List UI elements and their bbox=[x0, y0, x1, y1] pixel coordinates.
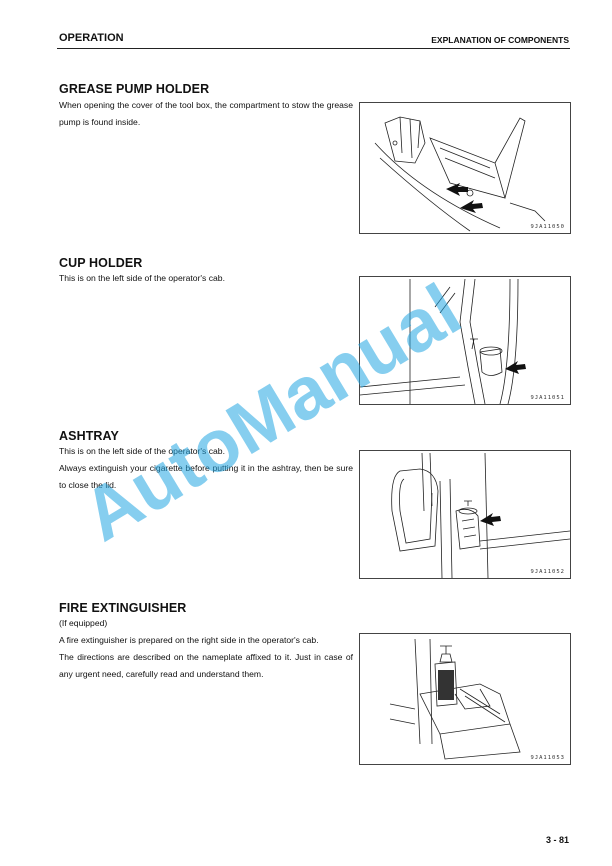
ashtray-illustration bbox=[391, 452, 570, 578]
paragraph: (If equipped) bbox=[59, 618, 108, 628]
paragraph: This is on the left side of the operator… bbox=[59, 273, 225, 283]
header-section: OPERATION bbox=[59, 32, 124, 44]
figure-code: 9JA11051 bbox=[530, 395, 565, 401]
figure-code: 9JA11052 bbox=[530, 569, 565, 575]
page-number: 3 - 81 bbox=[545, 835, 569, 845]
section-title-fire-extinguisher: FIRE EXTINGUISHER bbox=[59, 601, 187, 615]
section-text-cup-holder: This is on the left side of the operator… bbox=[59, 270, 353, 287]
cup-holder-illustration bbox=[360, 278, 526, 404]
fire-extinguisher-illustration bbox=[389, 638, 521, 760]
grease-pump-holder-illustration bbox=[374, 116, 546, 232]
paragraph: The directions are described on the name… bbox=[59, 652, 353, 679]
section-title-cup-holder: CUP HOLDER bbox=[59, 256, 143, 270]
section-text-grease-pump-holder: When opening the cover of the tool box, … bbox=[59, 97, 353, 131]
figure-code: 9JA11050 bbox=[530, 224, 565, 230]
figure-fire-extinguisher: 9JA11053 bbox=[359, 633, 571, 765]
section-title-ashtray: ASHTRAY bbox=[59, 429, 119, 443]
paragraph: A fire extinguisher is prepared on the r… bbox=[59, 635, 319, 645]
paragraph: Always extinguish your cigarette before … bbox=[59, 463, 353, 490]
figure-code: 9JA11053 bbox=[530, 755, 565, 761]
figure-ashtray: 9JA11052 bbox=[359, 450, 571, 579]
section-title-grease-pump-holder: GREASE PUMP HOLDER bbox=[59, 82, 210, 96]
section-text-ashtray: This is on the left side of the operator… bbox=[59, 443, 353, 494]
header-rule bbox=[57, 48, 570, 49]
paragraph: When opening the cover of the tool box, … bbox=[59, 100, 353, 127]
figure-cup-holder: 9JA11051 bbox=[359, 276, 571, 405]
paragraph: This is on the left side of the operator… bbox=[59, 446, 225, 456]
figure-grease-pump-holder: 9JA11050 bbox=[359, 102, 571, 234]
section-text-fire-extinguisher: (If equipped) A fire extinguisher is pre… bbox=[59, 615, 353, 683]
header-chapter: EXPLANATION OF COMPONENTS bbox=[431, 35, 569, 45]
